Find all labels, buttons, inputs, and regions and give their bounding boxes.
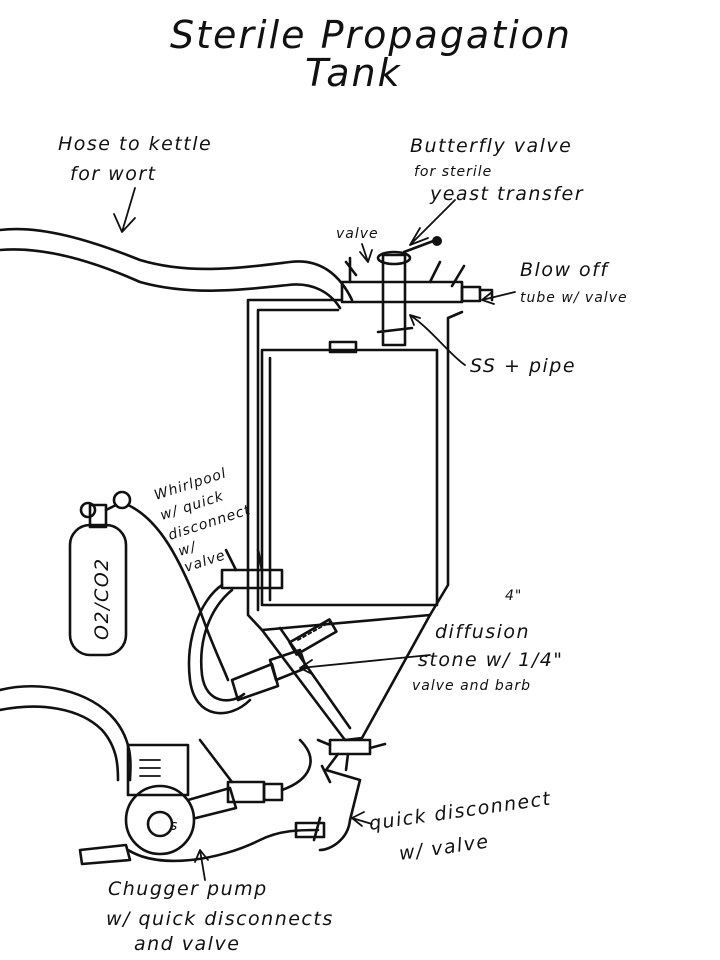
pump-quick-disconnect [262,782,284,802]
pump-impeller [146,810,174,838]
pump-head [124,784,196,856]
bottom-pipe-inner [320,752,350,784]
blowoff-fitting [460,285,482,303]
bottom-quick-disconnect-valve [312,816,322,842]
butterfly-label-line-3: yeast transfer [429,183,584,205]
tank-outer-inner-line [256,308,340,612]
pump-valve-handle [198,738,234,784]
gas-cylinder: O2/CO2 [68,490,230,682]
whirlpool-label-line-4: w/ [176,539,198,560]
chugger-arrow [194,849,209,881]
chugger-label-line-1: Chugger pump [108,878,268,900]
diffusion-stone-body [288,618,338,656]
pump-motor-vents [139,759,161,777]
gas-line [126,503,230,682]
gas-cylinder-label: O2/CO2 [91,557,113,640]
diffusion-barb [230,662,280,702]
valve-label-text: valve [336,226,379,242]
whirlpool-hose [187,583,252,715]
butterfly-valve [376,250,412,266]
pump-motor [126,743,190,797]
bottom-pipe [318,752,362,852]
hose-arrow [113,187,136,233]
chugger-label-line-2: w/ quick disconnects [106,908,334,930]
cone-outlet-valve [328,738,372,756]
left-hose-lower [0,705,120,782]
whirlpool-port [220,568,284,590]
butterfly-arrow [409,199,456,246]
top-right-valves [428,260,466,288]
title-line-1: Sterile Propagation [170,13,572,57]
blowoff-label: Blow off tube w/ valve [481,259,628,306]
gas-cylinder-body [68,523,128,657]
valve-label: valve [336,226,379,263]
pipe-crossbar [376,326,414,334]
ss-pipe-arrow [409,314,466,366]
cone-outlet-handles [316,738,387,750]
whirlpool-label: Whirlpool w/ quick disconnect w/ valve [152,465,253,575]
blowoff-label-line-1: Blow off [520,259,610,281]
blowoff-label-line-2: tube w/ valve [520,290,628,306]
quick-disconnect-label-line-1: quick disconnect [368,788,553,835]
diagram-title: Sterile Propagation Tank [170,13,572,95]
quick-disconnect-label: quick disconnect w/ valve [351,788,553,865]
bottom-outlet [294,738,387,852]
whirlpool-hose-inner [199,588,246,702]
title-line-2: Tank [305,51,402,95]
chugger-label: Chugger pump w/ quick disconnects and va… [106,849,334,955]
wort-hose-upper [0,227,354,302]
hose-label-line-2: for wort [70,163,157,185]
diffusion-label: 4" diffusion stone w/ 1/4" valve and bar… [299,588,564,694]
butterfly-handle-knob [432,236,442,246]
chugger-label-line-3: and valve [134,933,240,955]
wort-hose-lower [0,248,342,310]
tank-inner-vessel [260,348,439,607]
diffusion-label-line-2: diffusion [435,621,530,643]
hose-label: Hose to kettle for wort [58,133,212,233]
tank-top-fittings [328,236,494,354]
pump-head-mark: s [170,818,178,834]
diffusion-label-line-1: 4" [505,588,522,604]
top-left-valve [344,256,358,284]
tank-body [246,298,464,632]
ss-pipe-label-text: SS + pipe [470,355,576,377]
bottom-quick-disconnect [294,821,326,839]
butterfly-handle [402,238,438,254]
quick-disconnect-arrow [351,811,373,827]
left-hose-upper [0,684,132,782]
ss-pipe-label: SS + pipe [409,314,576,377]
blowoff-arrow [481,291,516,305]
gas-regulator-gauge [112,490,132,510]
pump-return-hose [280,738,312,792]
tank-top-port [328,340,358,354]
butterfly-label: Butterfly valve for sterile yeast transf… [409,135,584,246]
blowoff-tube [478,288,494,302]
center-pipe [381,253,407,347]
diffusion-label-line-4: valve and barb [412,678,531,694]
gas-regulator-link [104,503,118,512]
whirlpool-valve-handles [224,548,264,572]
top-manifold [340,280,464,304]
butterfly-label-line-2: for sterile [414,164,492,180]
pump-inlet-fitting [78,843,132,866]
diffusion-label-line-3: stone w/ 1/4" [418,649,564,671]
valve-arrow [359,243,373,263]
quick-disconnect-label-line-2: w/ valve [398,830,491,864]
hose-label-line-1: Hose to kettle [58,133,212,155]
diffusion-stone-texture [297,621,331,641]
pump-outlet [186,786,238,820]
whirlpool-fitting [187,548,284,715]
gas-regulator-left [79,501,97,519]
butterfly-label-line-1: Butterfly valve [410,135,572,157]
diffusion-arrow [299,654,431,675]
